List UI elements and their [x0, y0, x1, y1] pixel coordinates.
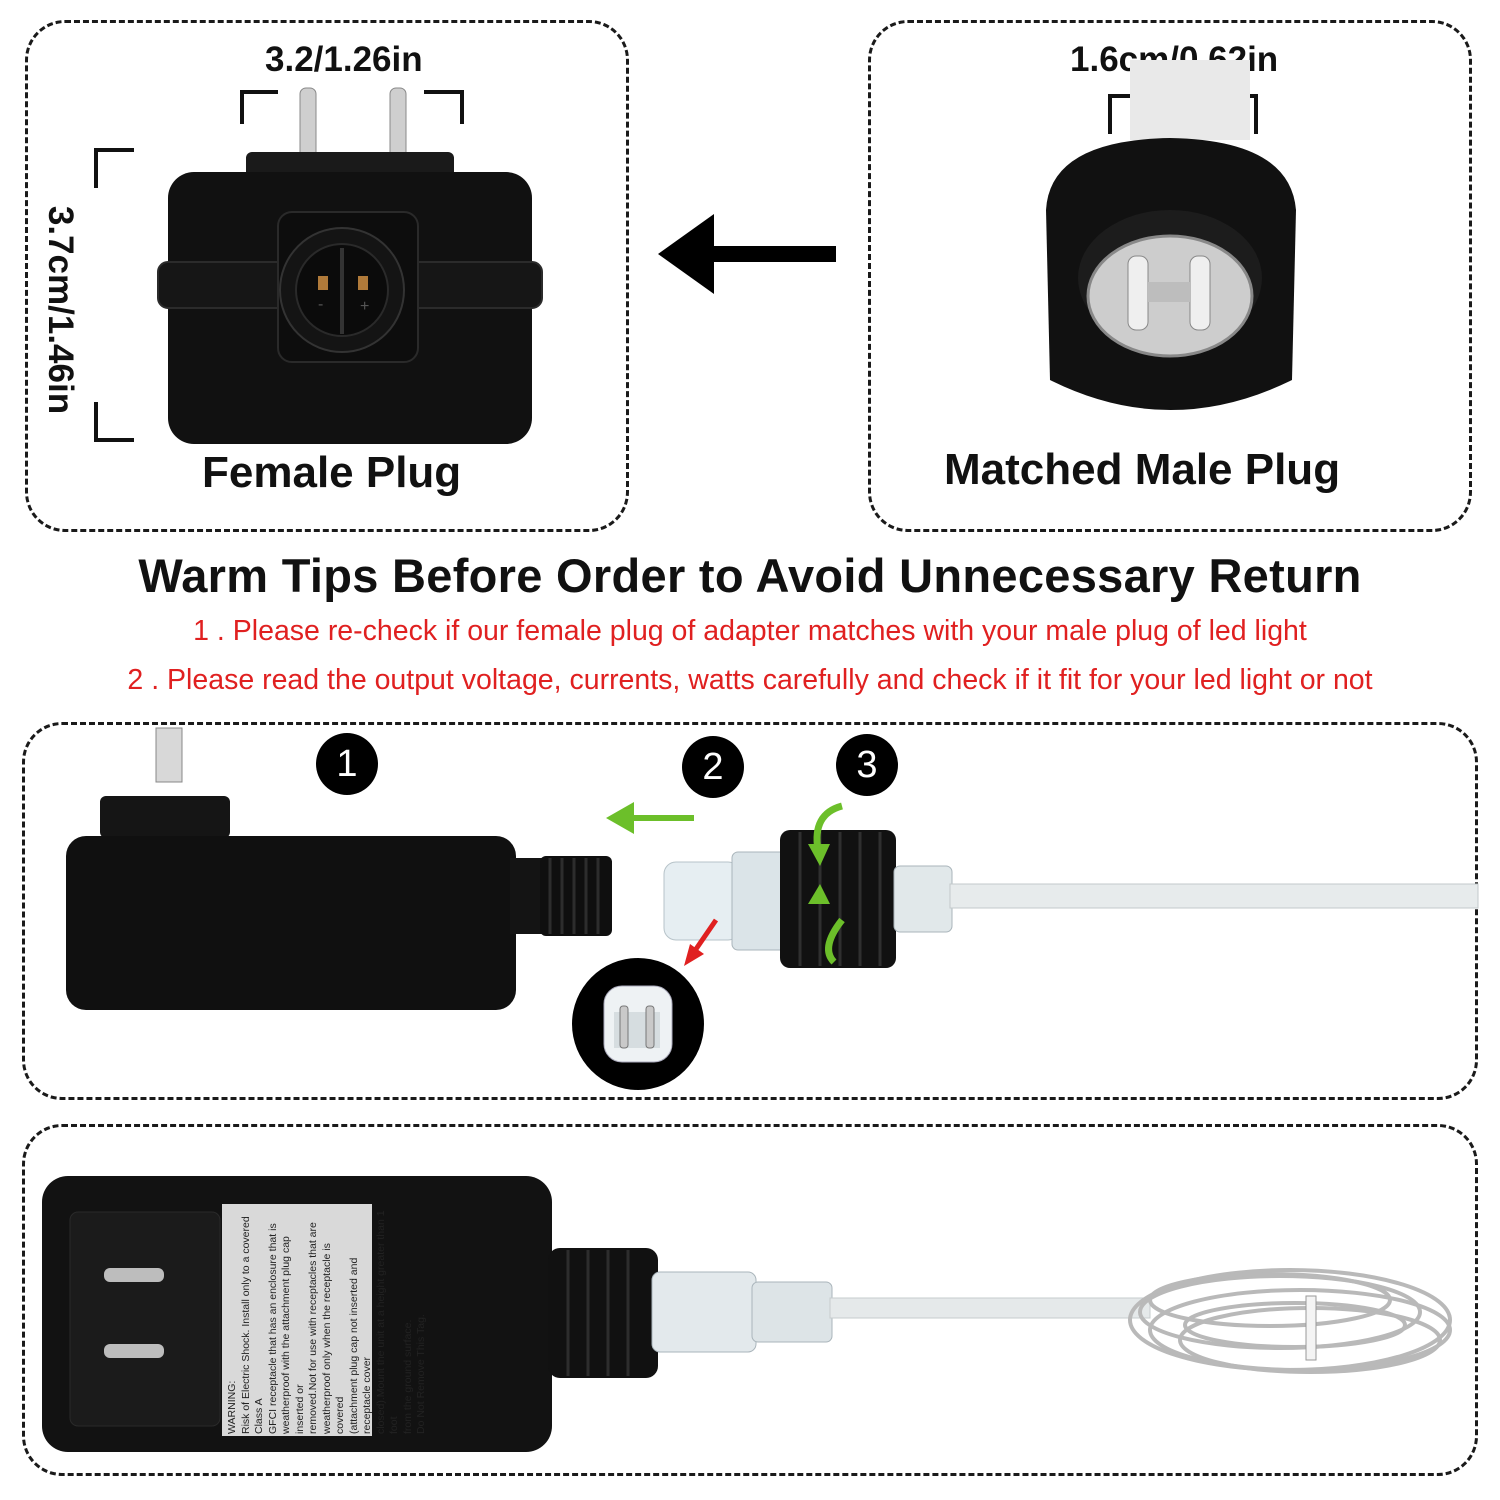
female-plug-panel — [25, 20, 629, 532]
warning-line: WARNING: — [226, 1380, 238, 1434]
connector-closeup-image — [572, 958, 704, 1090]
polarity-minus: - — [318, 296, 324, 313]
left-arrow-icon — [658, 214, 836, 294]
warning-line: weatherproof with the attachment plug ca… — [280, 1236, 306, 1434]
step-badge-1: 1 — [316, 733, 378, 795]
female-height-bracket — [94, 148, 134, 442]
warning-line: Do Not Remove This Tag. — [415, 1314, 427, 1434]
male-plug-caption: Matched Male Plug — [944, 445, 1341, 494]
tip-item-1: 1 . Please re-check if our female plug o… — [193, 615, 1307, 647]
warning-line: weatherproof only when the receptacle is… — [320, 1243, 347, 1434]
adapter-side-image — [66, 727, 612, 1010]
green-left-arrow-icon — [606, 802, 694, 834]
adapter-label-panel — [22, 1124, 1478, 1476]
female-width-bracket — [240, 90, 464, 124]
red-arrow-icon — [684, 918, 719, 966]
female-plug-caption: Female Plug — [202, 448, 462, 497]
female-width-label: 3.2/1.26in — [265, 40, 423, 79]
warning-label-sticker: WARNING: Risk of Electric Shock. Install… — [226, 1208, 427, 1434]
step-badge-2: 2 — [682, 736, 744, 798]
warning-line: Risk of Electric Shock. Install only to … — [239, 1216, 266, 1434]
coiled-wire-image — [1128, 1268, 1452, 1374]
warning-line: closed).Mount the unit at a height great… — [374, 1210, 401, 1434]
warm-tips-title: Warm Tips Before Order to Avoid Unnecess… — [138, 549, 1362, 602]
wire-tie — [1305, 1295, 1317, 1361]
warning-line: (attachment plug cap not inserted and re… — [347, 1257, 374, 1434]
tip-item-2: 2 . Please read the output voltage, curr… — [127, 664, 1373, 696]
female-adapter-image — [157, 87, 543, 444]
warning-line: from the ground surface. — [401, 1319, 414, 1434]
adapter-back-image — [42, 1176, 1151, 1452]
male-plug-panel — [868, 20, 1472, 532]
polarity-plus: + — [360, 298, 370, 315]
male-connector-image — [663, 830, 1479, 968]
step-badge-3: 3 — [836, 734, 898, 796]
male-plug-image — [1046, 60, 1296, 410]
connection-steps-panel — [22, 722, 1478, 1100]
warning-line: GFCI receptacle that has an enclosure th… — [266, 1223, 279, 1434]
warning-line: removed.Not for use with receptacles tha… — [307, 1222, 319, 1434]
